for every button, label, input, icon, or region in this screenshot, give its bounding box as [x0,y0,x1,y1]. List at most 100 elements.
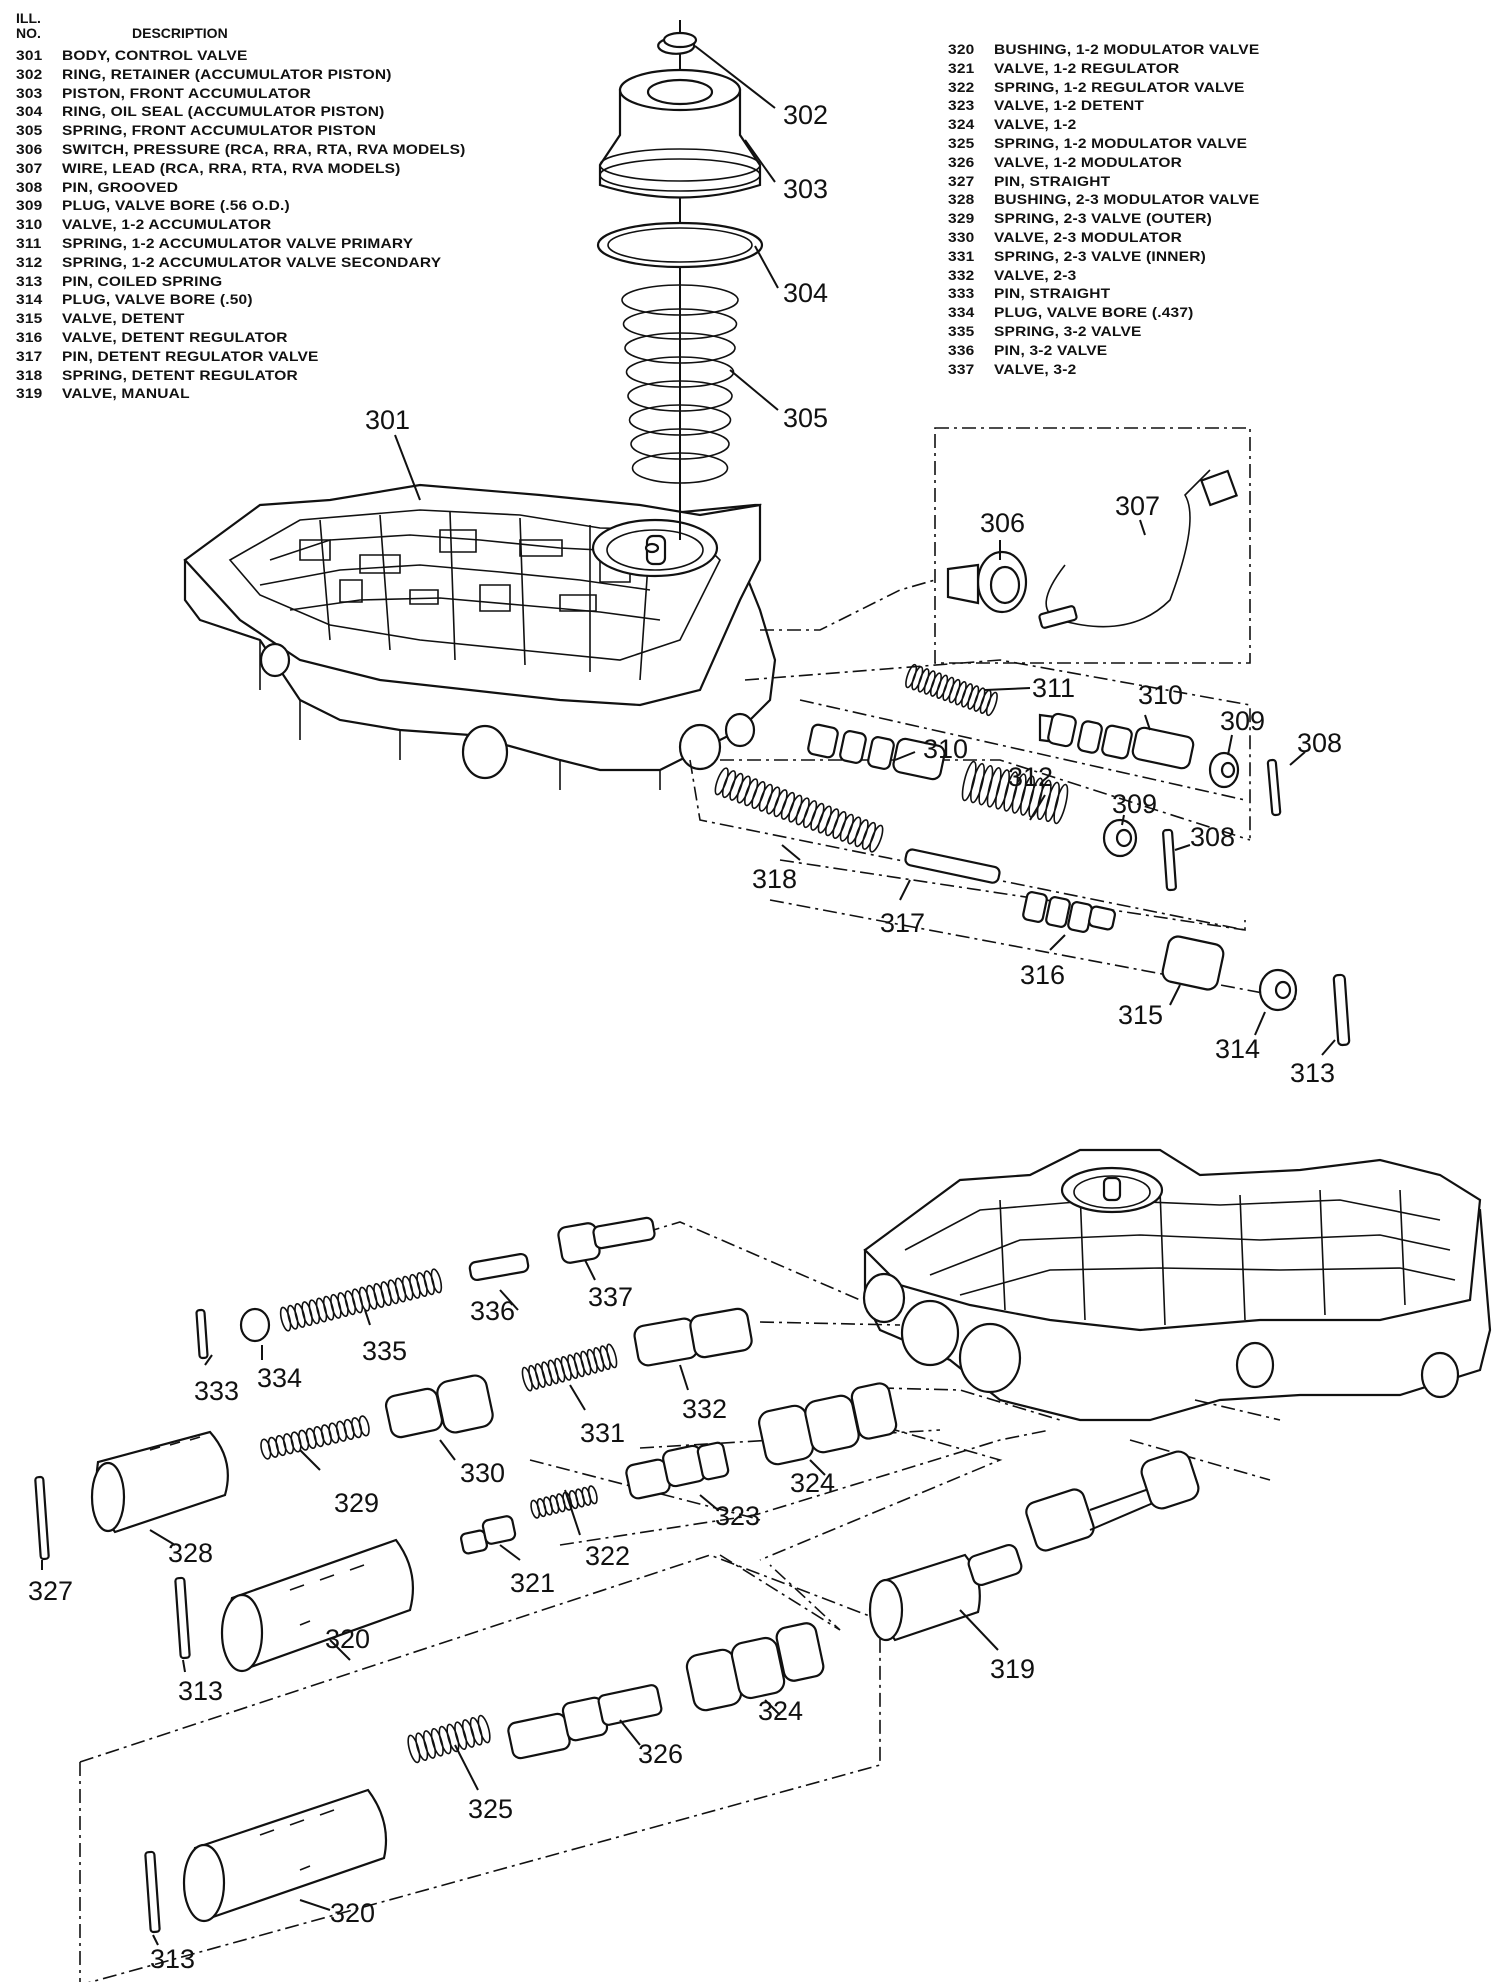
spring-coil [1036,779,1052,821]
spring-coil [328,1422,340,1444]
part-description: PIN, 3-2 VALVE [994,342,1108,359]
part-number: 303 [16,85,43,102]
spring-coil [567,1354,579,1380]
spring-coil [394,1277,407,1303]
spring-coil [287,1304,299,1330]
part-description: SPRING, 2-3 VALVE (OUTER) [994,211,1213,227]
spring-coil [322,1295,335,1321]
spring-coil [917,668,930,693]
spring-coil [543,1496,553,1516]
callout-303: 303 [783,174,828,204]
spring-coil [282,1433,295,1455]
callout-335: 335 [362,1336,407,1366]
spring-coil [380,1281,392,1307]
callout-313-middle: 313 [178,1676,223,1706]
spring-coil [416,1272,428,1298]
spring-coil [995,769,1010,810]
part-description: PIN, STRAIGHT [994,173,1111,190]
spring-coil [279,1306,292,1332]
spring-coil [788,794,803,823]
spring-coil [795,797,810,826]
part-description: PIN, GROOVED [62,179,179,196]
spring-coil [387,1279,400,1305]
spring-coil [351,1288,364,1314]
part-description: RING, RETAINER (ACCUMULATOR PISTON) [62,66,392,83]
spring-coil [430,1727,444,1757]
part-number: 324 [948,117,975,133]
callout-330: 330 [460,1458,505,1488]
leader-lines [41,45,1336,1946]
spring-coil [954,681,967,706]
part-description: PISTON, FRONT ACCUMULATOR [62,85,311,102]
part-description: VALVE, MANUAL [62,386,190,402]
spring-coil [973,687,986,712]
spring-coil [593,1347,605,1372]
spring-coil [521,1366,533,1392]
callout-308-upper: 308 [1297,728,1342,758]
part-description: VALVE, DETENT REGULATOR [62,329,288,346]
callout-312: 312 [1008,762,1053,792]
part-description: SPRING, 2-3 VALVE (INNER) [994,248,1206,265]
spring-coil [911,666,924,691]
spring-coil [461,1719,476,1748]
callout-320-upper: 320 [325,1624,370,1654]
part-number: 315 [16,311,43,327]
spring-coil [547,1359,559,1385]
spring-coil [721,770,737,799]
spring-coil [560,1355,572,1381]
spring-coil [305,1427,317,1449]
spring-coil [714,767,729,796]
spring-coil [423,1270,435,1296]
callout-304: 304 [783,278,828,308]
spring-coil [313,1426,325,1448]
spring-coil [315,1297,328,1323]
part-number: 329 [948,211,975,227]
callout-313-upper: 313 [1290,1058,1335,1088]
spring-coil [970,762,985,804]
spring-coil [736,775,751,804]
spring-coil [294,1302,306,1328]
spring-coil [630,428,730,460]
part-number: 309 [16,198,43,215]
spring-coil [1003,771,1019,812]
spring-coil [766,786,781,815]
spring-coil [961,683,974,708]
upper-guides [689,659,1301,1001]
callout-322: 322 [585,1541,630,1571]
spring-coil [854,819,869,848]
callout-336: 336 [470,1296,515,1326]
part-number: 307 [16,160,43,177]
part-number: 310 [16,217,43,233]
part-number: 320 [948,42,975,58]
part-number: 314 [16,292,43,308]
spring-coil [961,760,977,802]
spring-coil [942,676,955,702]
callout-309-upper: 309 [1220,706,1265,736]
part-description: PIN, STRAIGHT [994,286,1111,302]
spring-coil [936,674,949,699]
spring-coil [301,1301,313,1327]
part-number: 322 [948,79,975,96]
callout-327: 327 [28,1576,73,1606]
part-number: 321 [948,60,975,77]
callout-325: 325 [468,1794,513,1824]
spring-coil [587,1485,598,1505]
part-description: SPRING, 1-2 ACCUMULATOR VALVE PRIMARY [62,235,414,252]
part-description: VALVE, 1-2 ACCUMULATOR [62,217,272,233]
part-number: 333 [948,286,975,302]
spring-coil [627,380,733,412]
callout-320-lower: 320 [330,1898,375,1928]
